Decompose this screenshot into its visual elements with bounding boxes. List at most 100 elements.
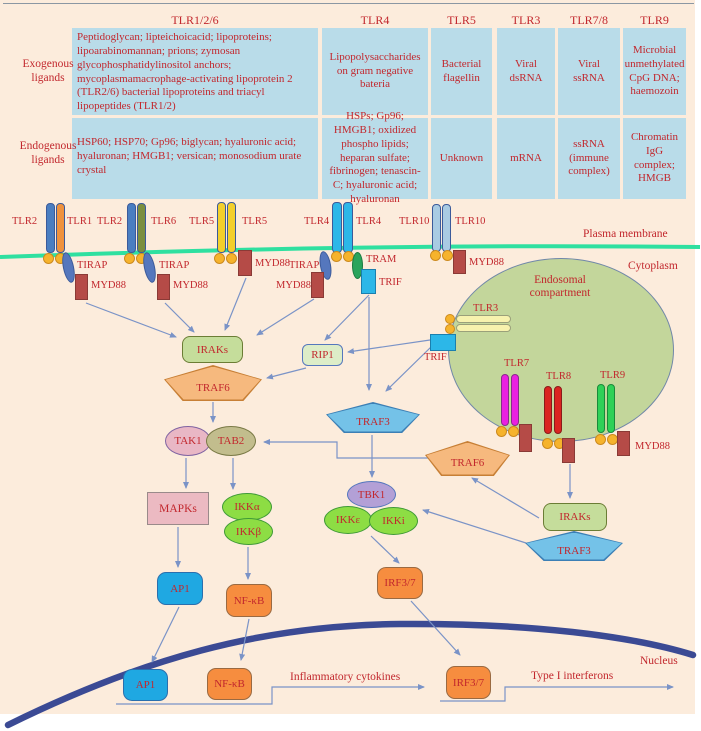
trif-1-box	[361, 269, 376, 294]
myd88-4-label: MYD88	[276, 280, 312, 291]
tlr5b-label: TLR5	[242, 216, 268, 227]
cell-exo-tlr9: Microbial unmethylated CpG DNA; haemozoi…	[623, 28, 686, 115]
receptor-foot-circle	[508, 426, 519, 437]
receptor-foot-circle	[331, 251, 342, 262]
arrow-myd88-2-iraks	[164, 302, 195, 333]
receptor-bar-tlr1	[56, 203, 65, 253]
receptor-bar-tlr5b	[227, 202, 236, 253]
tlr1-label: TLR1	[67, 216, 93, 227]
arrow-inflammatory-cytokines	[116, 684, 425, 705]
receptor-foot-circle	[226, 253, 237, 264]
receptor-bar-tlr2a	[46, 203, 55, 253]
cell-endo-tlr9: Chromatin IgG complex; HMGB	[623, 118, 686, 199]
receptor-foot-circle	[496, 426, 507, 437]
arrow-ap1-nucleus	[151, 606, 180, 663]
receptor-foot-circle	[542, 438, 553, 449]
cell-exo-tlr3: Viral dsRNA	[497, 28, 555, 115]
receptor-bar-tlr4a	[332, 202, 342, 253]
row-label-exogenous: Exogenous ligands	[22, 58, 74, 85]
receptor-bar-tlr10b	[442, 204, 451, 252]
arrow-traf32-ikki	[422, 508, 527, 544]
tirap-2-label: TIRAP	[159, 260, 190, 271]
trif-2-label: TRIF	[424, 352, 447, 363]
cell-exo-tlr4: Lipopolysaccharides on gram negative bat…	[322, 28, 428, 115]
tlr3-label: TLR3	[473, 303, 499, 314]
arrow-nfkb-nucleus	[239, 618, 250, 661]
ikk-beta-node: IKKβ	[224, 518, 273, 545]
table-header-tlr3: TLR3	[511, 13, 541, 27]
receptor-bar-tlr4b	[343, 202, 353, 253]
arrow-type-i-interferons	[440, 684, 674, 702]
tlr9-label: TLR9	[600, 370, 626, 381]
nucleus-label: Nucleus	[640, 655, 678, 667]
tlr10b-label: TLR10	[455, 216, 486, 227]
myd88-5-label: MYD88	[469, 257, 505, 268]
receptor-bar-tlr7a	[501, 374, 509, 426]
receptor-bar-tlr8a	[544, 386, 552, 434]
receptor-bar-tlr5a	[217, 202, 226, 253]
cell-endo-tlr3: mRNA	[497, 118, 555, 199]
iraks-node: IRAKs	[182, 336, 243, 363]
receptor-bar-tlr9a	[597, 384, 605, 433]
receptor-foot-circle	[595, 434, 606, 445]
arrow-trif1-rip1	[324, 294, 370, 341]
tab2-node: TAB2	[206, 426, 256, 456]
receptor-foot-circle	[124, 253, 135, 264]
tirap-1-label: TIRAP	[77, 260, 108, 271]
table-header-tlr9: TLR9	[640, 13, 669, 27]
myd88-3-box	[238, 250, 252, 276]
arrow-trif2-rip1	[347, 339, 431, 355]
arrow-ikke-irf37	[370, 535, 400, 564]
type-i-interferons-label: Type I interferons	[531, 670, 614, 682]
myd88-1-box	[75, 274, 88, 300]
rip1-node: RIP1	[302, 344, 343, 366]
myd88-tlr8-box	[562, 438, 575, 463]
right-margin	[695, 0, 701, 731]
cell-endo-tlr5: Unknown	[431, 118, 492, 199]
trif-2-box	[430, 334, 456, 351]
ikk-alpha-node: IKKα	[222, 493, 272, 521]
iraks-2-node: IRAKs	[543, 503, 607, 531]
ikk-epsilon-node: IKKε	[324, 506, 372, 534]
table-header-tlr78: TLR7/8	[570, 13, 608, 27]
nfkb-nucleus-node: NF-κB	[207, 668, 252, 700]
ap1-node: AP1	[157, 572, 203, 605]
tlr7-label: TLR7	[504, 358, 530, 369]
cytoplasm-label: Cytoplasm	[628, 260, 678, 272]
nfkb-node: NF-κB	[226, 584, 272, 617]
receptor-foot-circle	[43, 253, 54, 264]
receptor-foot-circle	[442, 250, 453, 261]
arrow-myd88-1-iraks	[85, 302, 177, 338]
receptor-bar-tlr6	[137, 203, 146, 253]
top-border-line	[3, 3, 694, 4]
mapks-node: MAPKs	[147, 492, 209, 525]
arrow-myd88-4-iraks	[256, 298, 315, 336]
receptor-bar-tlr8b	[554, 386, 562, 434]
irf37-nucleus-node: IRF3/7	[446, 666, 491, 699]
receptor-bar-tlr3a	[456, 315, 511, 323]
myd88-2-box	[157, 274, 170, 300]
myd88-1-label: MYD88	[91, 280, 127, 291]
tlr10a-label: TLR10	[399, 216, 430, 227]
receptor-bar-tlr10a	[432, 204, 441, 252]
tlr2b-label: TLR2	[97, 216, 123, 227]
myd88-tlr7-box	[519, 424, 532, 452]
arrow-trif2-traf3	[385, 345, 433, 392]
table-header-tlr4: TLR4	[360, 13, 390, 27]
tram-label: TRAM	[366, 254, 397, 265]
tak1-node: TAK1	[165, 426, 211, 456]
arrow-iraks2-traf62	[471, 477, 540, 519]
cell-exo-tlr126: Peptidoglycan; lipteichoicacid; lipoprot…	[72, 28, 318, 115]
myd88-6-label: MYD88	[635, 441, 671, 452]
tram-ellipse	[352, 252, 363, 279]
tlr4b-label: TLR4	[356, 216, 382, 227]
ap1-nucleus-node: AP1	[123, 669, 168, 701]
cell-endo-tlr4: HSPs; Gp96; HMGB1; oxidized phospho lipi…	[322, 110, 428, 205]
table-header-tlr126: TLR1/2/6	[171, 13, 219, 27]
cell-exo-tlr5: Bacterial flagellin	[431, 28, 492, 115]
irf37-node: IRF3/7	[377, 567, 423, 599]
receptor-foot-circle	[214, 253, 225, 264]
endosome-label: Endosomal compartment	[529, 274, 591, 300]
